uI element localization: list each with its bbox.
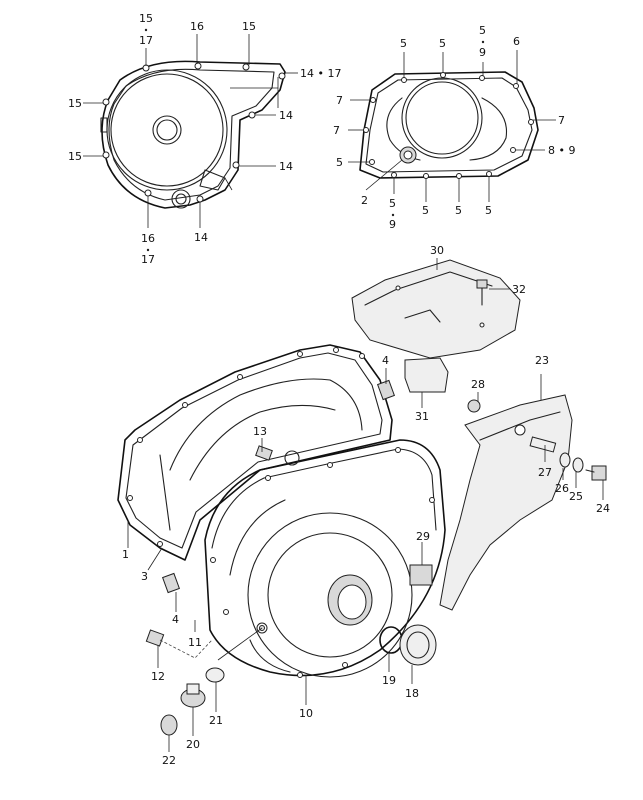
callout-8-9: 8 • 9 — [548, 144, 575, 157]
callout-2: 2 — [361, 194, 368, 207]
callout-27: 27 — [538, 466, 552, 479]
callout-12: 12 — [151, 670, 165, 683]
callout-29: 29 — [416, 530, 430, 543]
generator-cover-leaders — [83, 34, 298, 228]
callout-28: 28 — [471, 378, 485, 391]
callout-21: 21 — [209, 714, 223, 727]
callout-15-top-right: 15 — [242, 20, 256, 33]
callout-11: 11 — [188, 636, 202, 649]
callout-5-9-top: 5 — [479, 24, 486, 37]
callout-16-17-bottom-sub: 17 — [141, 253, 155, 266]
callout-22: 22 — [162, 754, 176, 767]
callout-5-9-top-sub: 9 — [479, 46, 486, 59]
cover-plate — [351, 259, 521, 359]
callout-25: 25 — [569, 490, 583, 503]
callout-3: 3 — [141, 570, 148, 583]
callout-5-9-bottom: 5 — [389, 197, 396, 210]
callout-7-a: 7 — [336, 94, 343, 107]
callout-26: 26 — [555, 482, 569, 495]
callout-10: 10 — [299, 707, 313, 720]
callout-5-c: 5 — [422, 204, 429, 217]
callout-23: 23 — [535, 354, 549, 367]
callout-19: 19 — [382, 674, 396, 687]
callout-15-left-b: 15 — [68, 150, 82, 163]
callout-18: 18 — [405, 687, 419, 700]
callout-15-17-top: 15 — [139, 12, 153, 25]
callout-15-17-top-sub: 17 — [139, 34, 153, 47]
callout-5-e: 5 — [485, 204, 492, 217]
callout-16-top: 16 — [190, 20, 204, 33]
callout-5-9-bottom-sub: 9 — [389, 218, 396, 231]
sprocket-cover — [439, 394, 573, 611]
callout-labels: 15 17 16 15 14 • 17 15 14 15 14 16 17 14… — [68, 12, 610, 767]
callout-32: 32 — [512, 283, 526, 296]
callout-31: 31 — [415, 410, 429, 423]
callout-13: 13 — [253, 425, 267, 438]
callout-5-a: 5 — [400, 37, 407, 50]
callout-30: 30 — [430, 244, 444, 257]
callout-14-bottom: 14 — [194, 231, 208, 244]
callout-4-top: 4 — [382, 354, 389, 367]
callout-1: 1 — [122, 548, 129, 561]
callout-16-17-bottom: 16 — [141, 232, 155, 245]
clutch-cover-leaders — [348, 50, 556, 202]
crankcase-gasket — [117, 344, 393, 561]
small-hardware — [145, 279, 607, 736]
clutch-cover-gasket — [359, 71, 539, 179]
callout-14-right-b: 14 — [279, 160, 293, 173]
callout-5-b: 5 — [439, 37, 446, 50]
callout-6: 6 — [513, 35, 520, 48]
generator-cover-gasket — [100, 60, 286, 209]
clutch-cover-body — [204, 439, 446, 678]
callout-24: 24 — [596, 502, 610, 515]
callout-7-b: 7 — [333, 124, 340, 137]
lower-leaders — [127, 258, 604, 752]
callout-14-right-a: 14 — [279, 109, 293, 122]
bracket — [404, 357, 449, 393]
callout-5-left: 5 — [336, 156, 343, 169]
callout-15-left-a: 15 — [68, 97, 82, 110]
callout-4-bottom: 4 — [172, 613, 179, 626]
callout-20: 20 — [186, 738, 200, 751]
callout-14-17: 14 • 17 — [300, 67, 341, 80]
callout-5-d: 5 — [455, 204, 462, 217]
callout-7-right: 7 — [558, 114, 565, 127]
